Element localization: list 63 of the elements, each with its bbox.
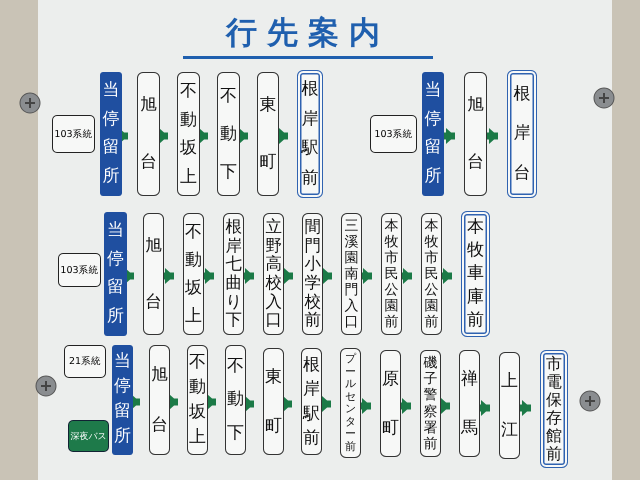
arrow	[199, 128, 208, 144]
bus-stop-box: 根岸駅前	[301, 348, 322, 455]
arrow	[362, 268, 372, 284]
arrow	[245, 396, 254, 412]
arrow	[283, 396, 292, 412]
route-number-box: 103系統	[370, 115, 417, 153]
bus-stop-box: 旭台	[149, 345, 170, 455]
title: 行先案内	[183, 12, 433, 59]
arrow	[131, 394, 140, 410]
arrow	[204, 268, 214, 284]
bus-stop-box: 三溪園南門入口	[341, 213, 362, 335]
arrow	[322, 396, 331, 412]
bus-stop-box: 本牧市民公園前	[381, 213, 402, 335]
arrow	[487, 128, 498, 144]
terminal-stop-box: 根岸駅前	[297, 70, 323, 198]
bus-stop-box: 上江	[499, 352, 520, 459]
bus-stop-box: 本牧市民公園前	[421, 213, 442, 335]
bus-stop-box: 不動坂上	[183, 213, 204, 335]
terminal-stop-box: 根岸台	[507, 70, 537, 198]
current-stop-box: 当停留所	[100, 72, 122, 196]
night-bus-box: 深夜バス	[68, 420, 109, 452]
bus-stop-box: 不動坂上	[187, 345, 208, 455]
bus-stop-box: 不動坂上	[177, 72, 200, 196]
bus-stop-box: 原町	[380, 350, 401, 457]
bus-stop-box: 磯子警察署前	[420, 350, 441, 457]
arrow	[323, 268, 332, 284]
arrow	[279, 128, 288, 144]
arrow	[480, 400, 490, 416]
terminal-stop-box: 本牧車庫前	[461, 211, 490, 337]
arrow	[441, 398, 450, 414]
arrow	[361, 398, 371, 414]
route-number-box: 103系統	[58, 253, 101, 287]
arrow	[207, 394, 216, 410]
arrow	[239, 128, 248, 144]
route-number-box: 103系統	[52, 115, 95, 153]
arrow	[442, 268, 452, 284]
bus-stop-box: 不動下	[217, 72, 240, 196]
arrow	[520, 400, 531, 416]
arrow	[169, 394, 178, 410]
terminal-stop-box: 市電保存館前	[540, 350, 568, 468]
bus-stop-box: 不動下	[225, 345, 246, 455]
bus-stop-box: プールセンター前	[340, 348, 361, 458]
arrow	[402, 268, 412, 284]
bus-stop-box: 東町	[263, 348, 284, 455]
bus-stop-box: 根岸七曲り下	[223, 213, 244, 335]
current-stop-box: 当停留所	[112, 345, 133, 455]
bus-stop-box: 旭台	[143, 213, 164, 335]
current-stop-box: 当停留所	[422, 72, 444, 196]
arrow	[284, 268, 293, 284]
arrow	[159, 128, 168, 144]
arrow	[401, 398, 411, 414]
bus-stop-box: 間門小学校前	[302, 213, 323, 335]
bus-stop-box: 立野高校入口	[263, 213, 284, 335]
bus-stop-box: 禅馬	[459, 350, 480, 457]
arrow	[125, 268, 134, 284]
bus-stop-box: 旭台	[137, 72, 160, 196]
bus-stop-box: 旭台	[464, 72, 487, 196]
arrow	[164, 268, 174, 284]
arrow	[244, 268, 254, 284]
bus-stop-box: 東町	[257, 72, 279, 196]
route-number-box: 21系統	[64, 345, 106, 378]
arrow	[444, 128, 455, 144]
current-stop-box: 当停留所	[104, 212, 127, 336]
